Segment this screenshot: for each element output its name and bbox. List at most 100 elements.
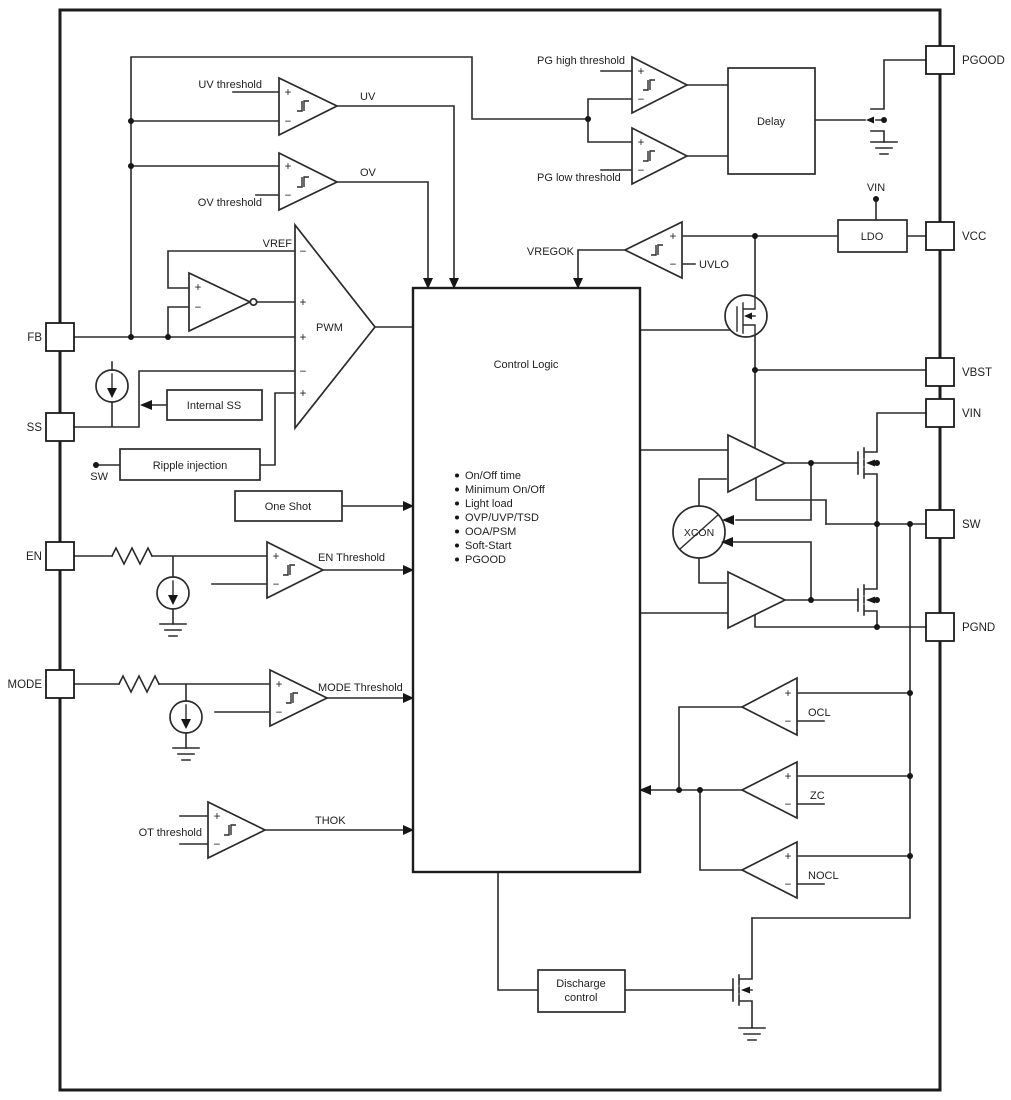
feature-item: Minimum On/Off [465,484,546,496]
en-current-source-icon [156,576,190,610]
nocl-comparator [740,840,798,900]
pin-pgood [925,45,955,75]
pin-pgnd [925,612,955,642]
sw-pin-label: SW [962,519,981,531]
uv-threshold-label: UV threshold [198,79,262,91]
plus-sign: + [300,388,307,400]
pg-low-threshold-label: PG low threshold [537,172,621,184]
xcon-input1-arrow-icon [722,515,734,525]
control-logic-title: Control Logic [494,359,559,371]
ocl-label: OCL [808,707,831,719]
current-sources [95,369,203,734]
hs-fet-arrow-icon [866,459,875,467]
mode-current-source-icon [169,700,203,734]
pin-labels: FB SS EN MODE PGOOD VCC VBST VIN SW PGND [8,55,1005,691]
xcon-link-wire [698,541,812,601]
pin-ss [45,412,75,442]
ss-net-wire [73,361,296,428]
hysteresis-icons [224,79,663,836]
ripple-injection-label: Ripple injection [153,460,228,472]
uv-arrow-icon [449,278,459,289]
plus-sign: + [285,161,292,173]
bootstrap-switch [724,294,768,338]
ss-current-source-icon [95,369,129,403]
vbst-pin-label: VBST [962,367,992,379]
ground-icon [159,623,187,637]
plus-sign: + [195,282,202,294]
uvlo-comparator [623,220,683,280]
bootstrap-net-wire [639,235,756,371]
ocl-wire [678,692,911,791]
junction-dots [93,116,913,859]
ripple-wire [98,392,296,466]
pin-en [45,541,75,571]
plus-sign: + [285,87,292,99]
hysteresis-icon [651,244,663,256]
minus-sign: − [195,302,202,314]
minus-sign: − [285,116,292,128]
low-side-driver [727,570,787,630]
uv-label: UV [360,91,376,103]
feature-item: PGOOD [465,554,506,566]
xcon-label: XCON [684,527,714,539]
ground-icon [870,141,898,155]
discharge-label-line2: control [564,992,597,1004]
pg-high-comparator [631,55,689,115]
one-shot-arrow-icon [403,501,414,511]
en-resistor [110,546,154,566]
signal-labels: UV threshold UV OV threshold OV PG high … [90,55,885,882]
hysteresis-icon [643,150,655,162]
pgood-fet-wire [870,59,927,143]
pgood-pin-label: PGOOD [962,55,1005,67]
pin-vcc [925,221,955,251]
discharge-fet-arrow-icon [741,986,750,994]
thok-arrow-icon [403,825,414,835]
hysteresis-icon [297,176,309,188]
hs-driver-wire [639,449,859,525]
feature-item: On/Off time [465,470,521,482]
error-amp-bubble-icon [249,297,258,307]
pwm-comparator [294,222,377,431]
nocl-label: NOCL [808,870,839,882]
xcon [672,505,726,559]
minus-sign: − [785,879,792,891]
plus-sign: + [785,771,792,783]
plus-sign: + [300,297,307,309]
ov-arrow-icon [423,278,433,289]
uv-ov-output-wire [336,105,455,281]
mode-threshold-label: MODE Threshold [318,682,403,694]
plus-sign: + [785,688,792,700]
discharge-label-line1: Discharge [556,978,606,990]
ground-icon [172,747,200,761]
pgnd-pin-label: PGND [962,622,995,634]
zc-wire [649,775,911,805]
plus-sign: + [638,66,645,78]
vref-erramp-wire [167,250,296,338]
vregok-label: VREGOK [527,246,575,258]
comparators [188,55,798,900]
feature-item: OOA/PSM [465,526,516,538]
feature-item: OVP/UVP/TSD [465,512,539,524]
bootstrap-fet-arrow-icon [744,312,752,320]
minus-sign: − [276,707,283,719]
pg-net-wire [587,70,866,171]
minus-sign: − [670,259,677,271]
minus-sign: − [785,716,792,728]
discharge-wire [497,871,734,991]
uvlo-net-wire [577,235,839,281]
internal-ss-arrow-icon [140,400,152,410]
xcon-input2-arrow-icon [721,537,733,547]
en-comparator [266,540,325,600]
xcon-slash-icon [679,514,719,550]
pin-sw [925,509,955,539]
comparator-signs: + − + − + − + − + − + − − + + − + + − + … [195,66,792,891]
zc-label: ZC [810,790,825,802]
ldo-net-wire [875,201,927,237]
wires [73,56,927,1029]
vregok-arrow-icon [573,278,583,289]
zc-arrow-icon [639,785,651,795]
mode-pin-label: MODE [8,679,43,691]
delay-label: Delay [757,116,786,128]
ls-driver-wire [639,599,859,614]
